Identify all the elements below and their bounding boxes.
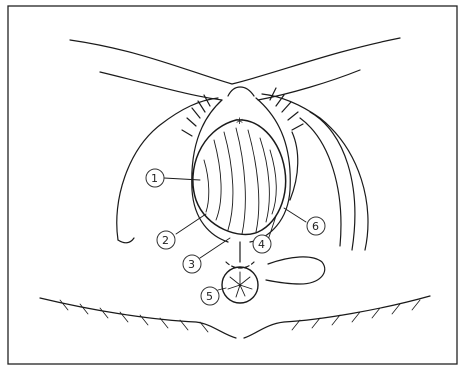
label-6-digit: 6: [312, 220, 319, 233]
label-4-digit: 4: [258, 238, 265, 251]
label-3-digit: 3: [188, 258, 195, 271]
label-2-digit: 2: [162, 234, 169, 247]
star-mark: *: [236, 116, 243, 132]
label-1-digit: 1: [151, 172, 158, 185]
label-5-digit: 5: [206, 290, 213, 303]
